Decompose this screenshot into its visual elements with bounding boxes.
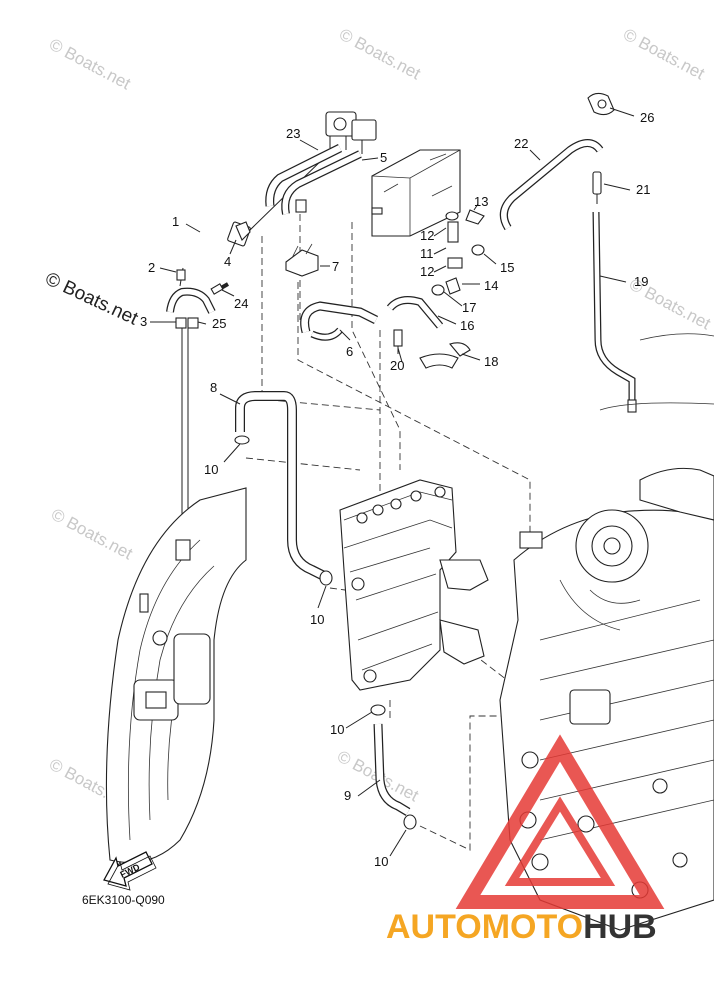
callout-number: 26 xyxy=(640,110,654,125)
callout-number: 20 xyxy=(390,358,404,373)
clamp-part xyxy=(419,353,459,369)
callout-number: 25 xyxy=(212,316,226,331)
callout-number: 19 xyxy=(634,274,648,289)
callout-number: 7 xyxy=(332,259,339,274)
intake-manifold xyxy=(105,487,247,864)
callout-number: 16 xyxy=(460,318,474,333)
callout-number: 10 xyxy=(204,462,218,477)
callout-number: 6 xyxy=(346,344,353,359)
hose-fitting xyxy=(176,269,186,281)
callout-number: 10 xyxy=(374,854,388,869)
bracket-tab xyxy=(519,531,543,549)
vapor-separator xyxy=(339,479,489,691)
watermark: © Boats.net xyxy=(620,25,708,84)
callout-number: 13 xyxy=(474,194,488,209)
solenoid-valve xyxy=(325,111,377,154)
callout-number: 5 xyxy=(380,150,387,165)
bracket xyxy=(285,243,319,277)
callout-number: 24 xyxy=(234,296,248,311)
callout-number: 21 xyxy=(636,182,650,197)
hose-joint xyxy=(592,171,602,195)
callout-number: 4 xyxy=(224,254,231,269)
callout-number: 22 xyxy=(514,136,528,151)
svg-text:AUTOMOTOHUB: AUTOMOTOHUB xyxy=(386,908,657,946)
automotohub-logo: AUTOMOTOHUB xyxy=(386,734,665,946)
callout-number: 18 xyxy=(484,354,498,369)
diagram-code: 6EK3100-Q090 xyxy=(82,893,165,907)
callout-number: 3 xyxy=(140,314,147,329)
watermark: © Boats.net xyxy=(336,25,424,84)
watermark-large: © Boats.net xyxy=(42,268,142,329)
small-fittings xyxy=(431,209,485,296)
logo-text-part2: HUB xyxy=(583,908,657,946)
callout-number: 14 xyxy=(484,278,498,293)
fwd-arrow-icon: FWD xyxy=(103,851,157,891)
watermark: © Boats.net xyxy=(46,35,134,94)
fuel-hoses xyxy=(234,391,417,830)
check-valve xyxy=(393,329,403,347)
callout-number: 9 xyxy=(344,788,351,803)
right-hose-assembly xyxy=(499,92,714,413)
leader-lines xyxy=(150,107,635,857)
middle-hose-assembly xyxy=(300,296,471,369)
watermark: © Boats.net xyxy=(48,505,136,564)
callout-number: 12 xyxy=(420,228,434,243)
top-hose-assembly xyxy=(265,111,377,215)
engine-block xyxy=(499,467,714,931)
callout-number: 23 xyxy=(286,126,300,141)
charcoal-canister xyxy=(371,149,461,237)
callout-number: 10 xyxy=(330,722,344,737)
callout-number: 10 xyxy=(310,612,324,627)
callout-number: 8 xyxy=(210,380,217,395)
callout-number: 12 xyxy=(420,264,434,279)
callout-number: 17 xyxy=(462,300,476,315)
callout-number: 11 xyxy=(420,246,434,261)
logo-text-part1: AUTOMOTO xyxy=(386,908,583,946)
callout-number: 1 xyxy=(172,214,179,229)
callout-number: 15 xyxy=(500,260,514,275)
callout-numbers: 1 2 3 4 5 6 7 8 9 10 10 10 10 11 12 12 1… xyxy=(140,110,654,869)
callout-number: 2 xyxy=(148,260,155,275)
vent-hose-assembly xyxy=(166,151,331,620)
